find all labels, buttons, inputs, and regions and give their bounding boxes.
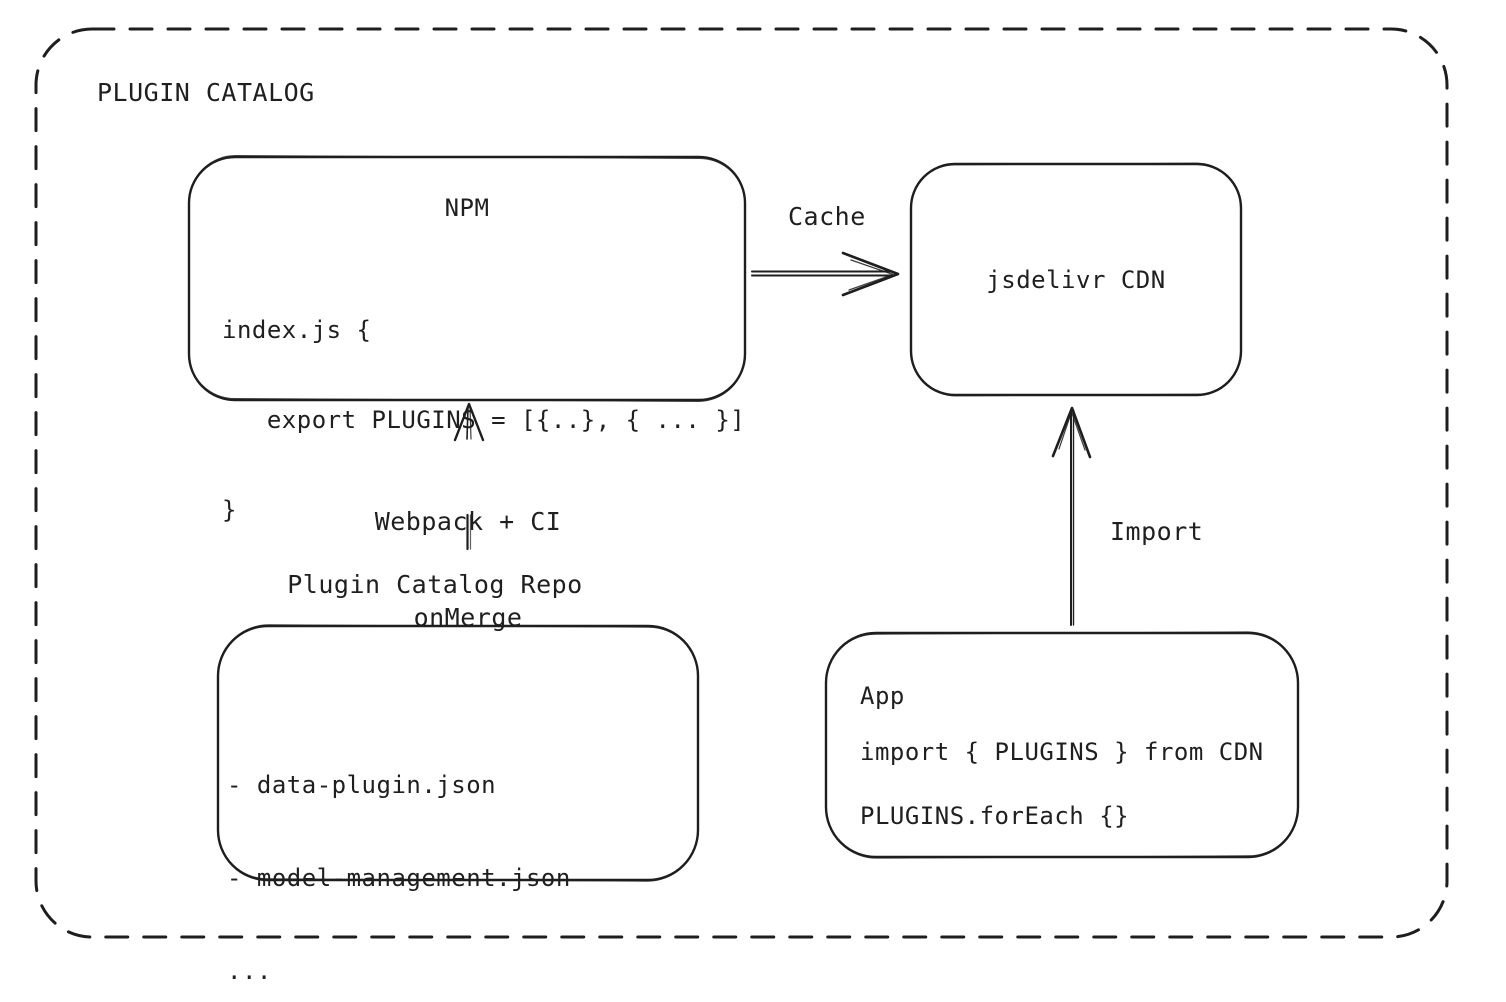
app-code-line: PLUGINS.forEach {} (860, 802, 1130, 830)
cache-arrow-label: Cache (788, 202, 866, 231)
npm-node-title: NPM (444, 194, 490, 222)
cache-arrow (751, 251, 900, 297)
repo-item: - data-plugin.json (227, 771, 497, 799)
app-node-title: App (860, 682, 905, 710)
repo-node-box-sketch-echo (216, 624, 700, 882)
import-arrow (1051, 406, 1092, 626)
npm-code-line: export PLUGINS = [{..}, { ... }] (222, 406, 746, 434)
npm-node-box-sketch-echo (187, 155, 747, 402)
import-arrow-label: Import (1110, 517, 1204, 546)
build-arrow-label: Webpack + CI onMerge (318, 442, 618, 698)
build-arrow-label-line1: Webpack + CI (374, 507, 562, 536)
repo-item: - model-management.json (227, 864, 571, 892)
cdn-node-label: jsdelivr CDN (986, 265, 1166, 294)
repo-node-label: Plugin Catalog Repo (287, 570, 583, 599)
build-arrow-label-line2: onMerge (413, 603, 523, 632)
build-arrow (453, 402, 485, 551)
app-code-line: import { PLUGINS } from CDN (860, 738, 1264, 766)
diagram-title: PLUGIN CATALOG (97, 78, 315, 107)
cdn-node-label-wrap: jsdelivr CDN (911, 164, 1241, 395)
app-node-box-sketch-echo (825, 631, 1299, 859)
repo-items-block: - data-plugin.json - model-management.js… (227, 708, 571, 1002)
npm-code-line: } (222, 496, 237, 524)
cdn-node-box-sketch-echo (909, 162, 1243, 397)
repo-item: ... (227, 957, 272, 985)
npm-code-line: index.js { (222, 316, 372, 344)
plugin-catalog-container-border (34, 27, 1449, 939)
npm-code-block: index.js { export PLUGINS = [{..}, { ...… (222, 255, 745, 585)
